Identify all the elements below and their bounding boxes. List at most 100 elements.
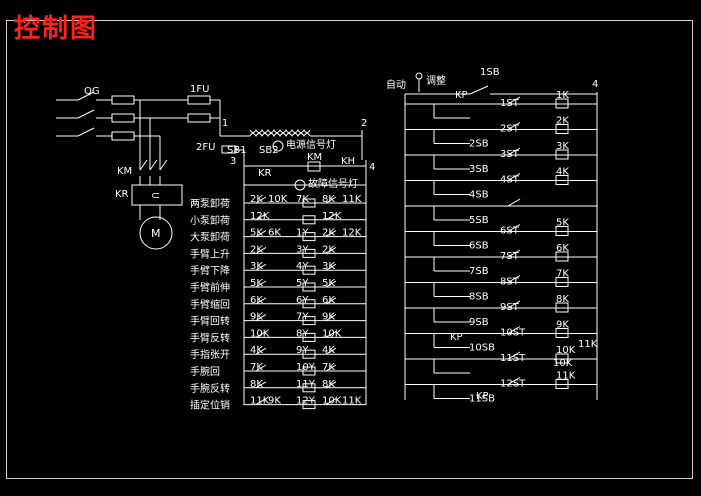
step-st: 1ST <box>500 98 520 109</box>
k11-label: 11K <box>578 339 598 350</box>
step-k: 4K <box>556 167 569 178</box>
step-sb: 9SB <box>469 317 489 328</box>
rung-label: 手臂下降 <box>190 264 230 277</box>
step-sb: 4SB <box>469 190 489 201</box>
rung-label: 小泵卸荷 <box>190 214 230 227</box>
rung-contact-a: 7K <box>250 362 263 373</box>
rung-coil: 8Y <box>296 328 309 339</box>
step-k: 2K <box>556 116 569 127</box>
rung-coil: 7Y <box>296 312 309 323</box>
rung-coil: 5Y <box>296 278 309 289</box>
step-sb: 2SB <box>469 139 489 150</box>
rung-contact-d: 9K <box>322 312 335 323</box>
sequence-step: 8SB 8ST 7K <box>405 269 597 303</box>
sequence-step: 9SB 9ST 8K <box>405 294 597 328</box>
rung-coil: 6Y <box>296 295 309 306</box>
step-k: 8K <box>556 294 569 305</box>
step-k: 7K <box>556 269 569 280</box>
sequence-step: 6SB 6ST 5K <box>405 218 597 252</box>
rung-contact-a: 10K <box>250 328 270 339</box>
rung-contact-b: 9K <box>268 396 281 407</box>
rung-label: 手臂回转 <box>190 315 230 328</box>
rung-contact-a: 8K <box>250 379 263 390</box>
rung-label: 手臂反转 <box>190 331 230 344</box>
rung-contact-e: 11K <box>342 194 362 205</box>
step-st: 11ST <box>500 353 526 364</box>
step-st: 6ST <box>500 226 520 237</box>
rung-label: 手腕反转 <box>190 382 230 395</box>
step-sb: 6SB <box>469 241 489 252</box>
step-sb: 10SB <box>469 343 495 354</box>
rung-contact-b: 6K <box>268 228 281 239</box>
rung-contact-a: 4K <box>250 345 263 356</box>
step-st: 9ST <box>500 302 520 313</box>
rung-label: 手腕回 <box>190 365 220 378</box>
rung-contact-e: 11K <box>342 396 362 407</box>
rung-label: 大泵卸荷 <box>190 231 230 244</box>
rung-coil: 4Y <box>296 261 309 272</box>
rung-contact-d: 8K <box>322 379 335 390</box>
rung-label: 手指张开 <box>190 348 230 361</box>
rung-contact-d: 10K <box>322 396 342 407</box>
kh-contact-label: KH <box>341 156 355 167</box>
step-sb: 8SB <box>469 292 489 303</box>
sequence-step: 10SB 10ST 9K <box>405 320 597 354</box>
rung-contact-d: 8K <box>322 194 335 205</box>
kp-label: KP <box>455 90 468 101</box>
sb1-label: SB1 <box>227 145 247 156</box>
step-st: 8ST <box>500 277 520 288</box>
kr-contact-label: KR <box>258 168 272 179</box>
rung-contact-a: 2K <box>250 194 263 205</box>
sb2-label: SB2 <box>259 145 279 156</box>
rung-coil: 7K <box>296 194 309 205</box>
rung-contact-d: 2K <box>322 228 335 239</box>
rung-coil: 10Y <box>296 362 316 373</box>
rung-contact-d: 10K <box>322 328 342 339</box>
k10-label: 10K <box>553 358 573 369</box>
step-sb: 7SB <box>469 266 489 277</box>
kr-label: KR <box>115 189 129 200</box>
rung-coil: 3Y <box>296 244 309 255</box>
step-k: 5K <box>556 218 569 229</box>
node-4: 4 <box>369 162 375 173</box>
drawing-frame <box>6 20 693 479</box>
node-3: 3 <box>230 156 236 167</box>
sequence-step: 11ST 10K <box>405 345 597 374</box>
rung-contact-b: 10K <box>268 194 288 205</box>
step-k: 9K <box>556 320 569 331</box>
step-st: 10ST <box>500 328 526 339</box>
rung-contact-a: 2K <box>250 244 263 255</box>
rung-coil: 11Y <box>296 379 316 390</box>
step-sb: 5SB <box>469 215 489 226</box>
rung-contact-a: 3K <box>250 261 263 272</box>
rung-label: 手臂缩回 <box>190 298 230 311</box>
fu2-label: 2FU <box>196 142 215 153</box>
rung-contact-e: 12K <box>342 228 362 239</box>
rung-contact-d: 5K <box>322 278 335 289</box>
sb1-seq-label: 1SB <box>480 67 500 78</box>
km-label: KM <box>117 166 132 177</box>
step-list: 1ST1K2SB2ST2K3SB3ST3K4SB4ST4K5SB6SB6ST5K… <box>405 90 597 405</box>
sequence-circuit: 自动 调整 1SB 4 KP 1ST1K2SB2ST2K3SB3ST3K4SB4… <box>386 67 598 405</box>
rung-contact-a: 6K <box>250 295 263 306</box>
rung-coil: 12Y <box>296 396 316 407</box>
rung-label: 手臂前伸 <box>190 281 230 294</box>
rung-contact-d: 12K <box>322 211 342 222</box>
step-k: 11K <box>556 371 576 382</box>
auto-label: 自动 <box>386 78 406 91</box>
sequence-step: 5SB <box>405 198 597 226</box>
